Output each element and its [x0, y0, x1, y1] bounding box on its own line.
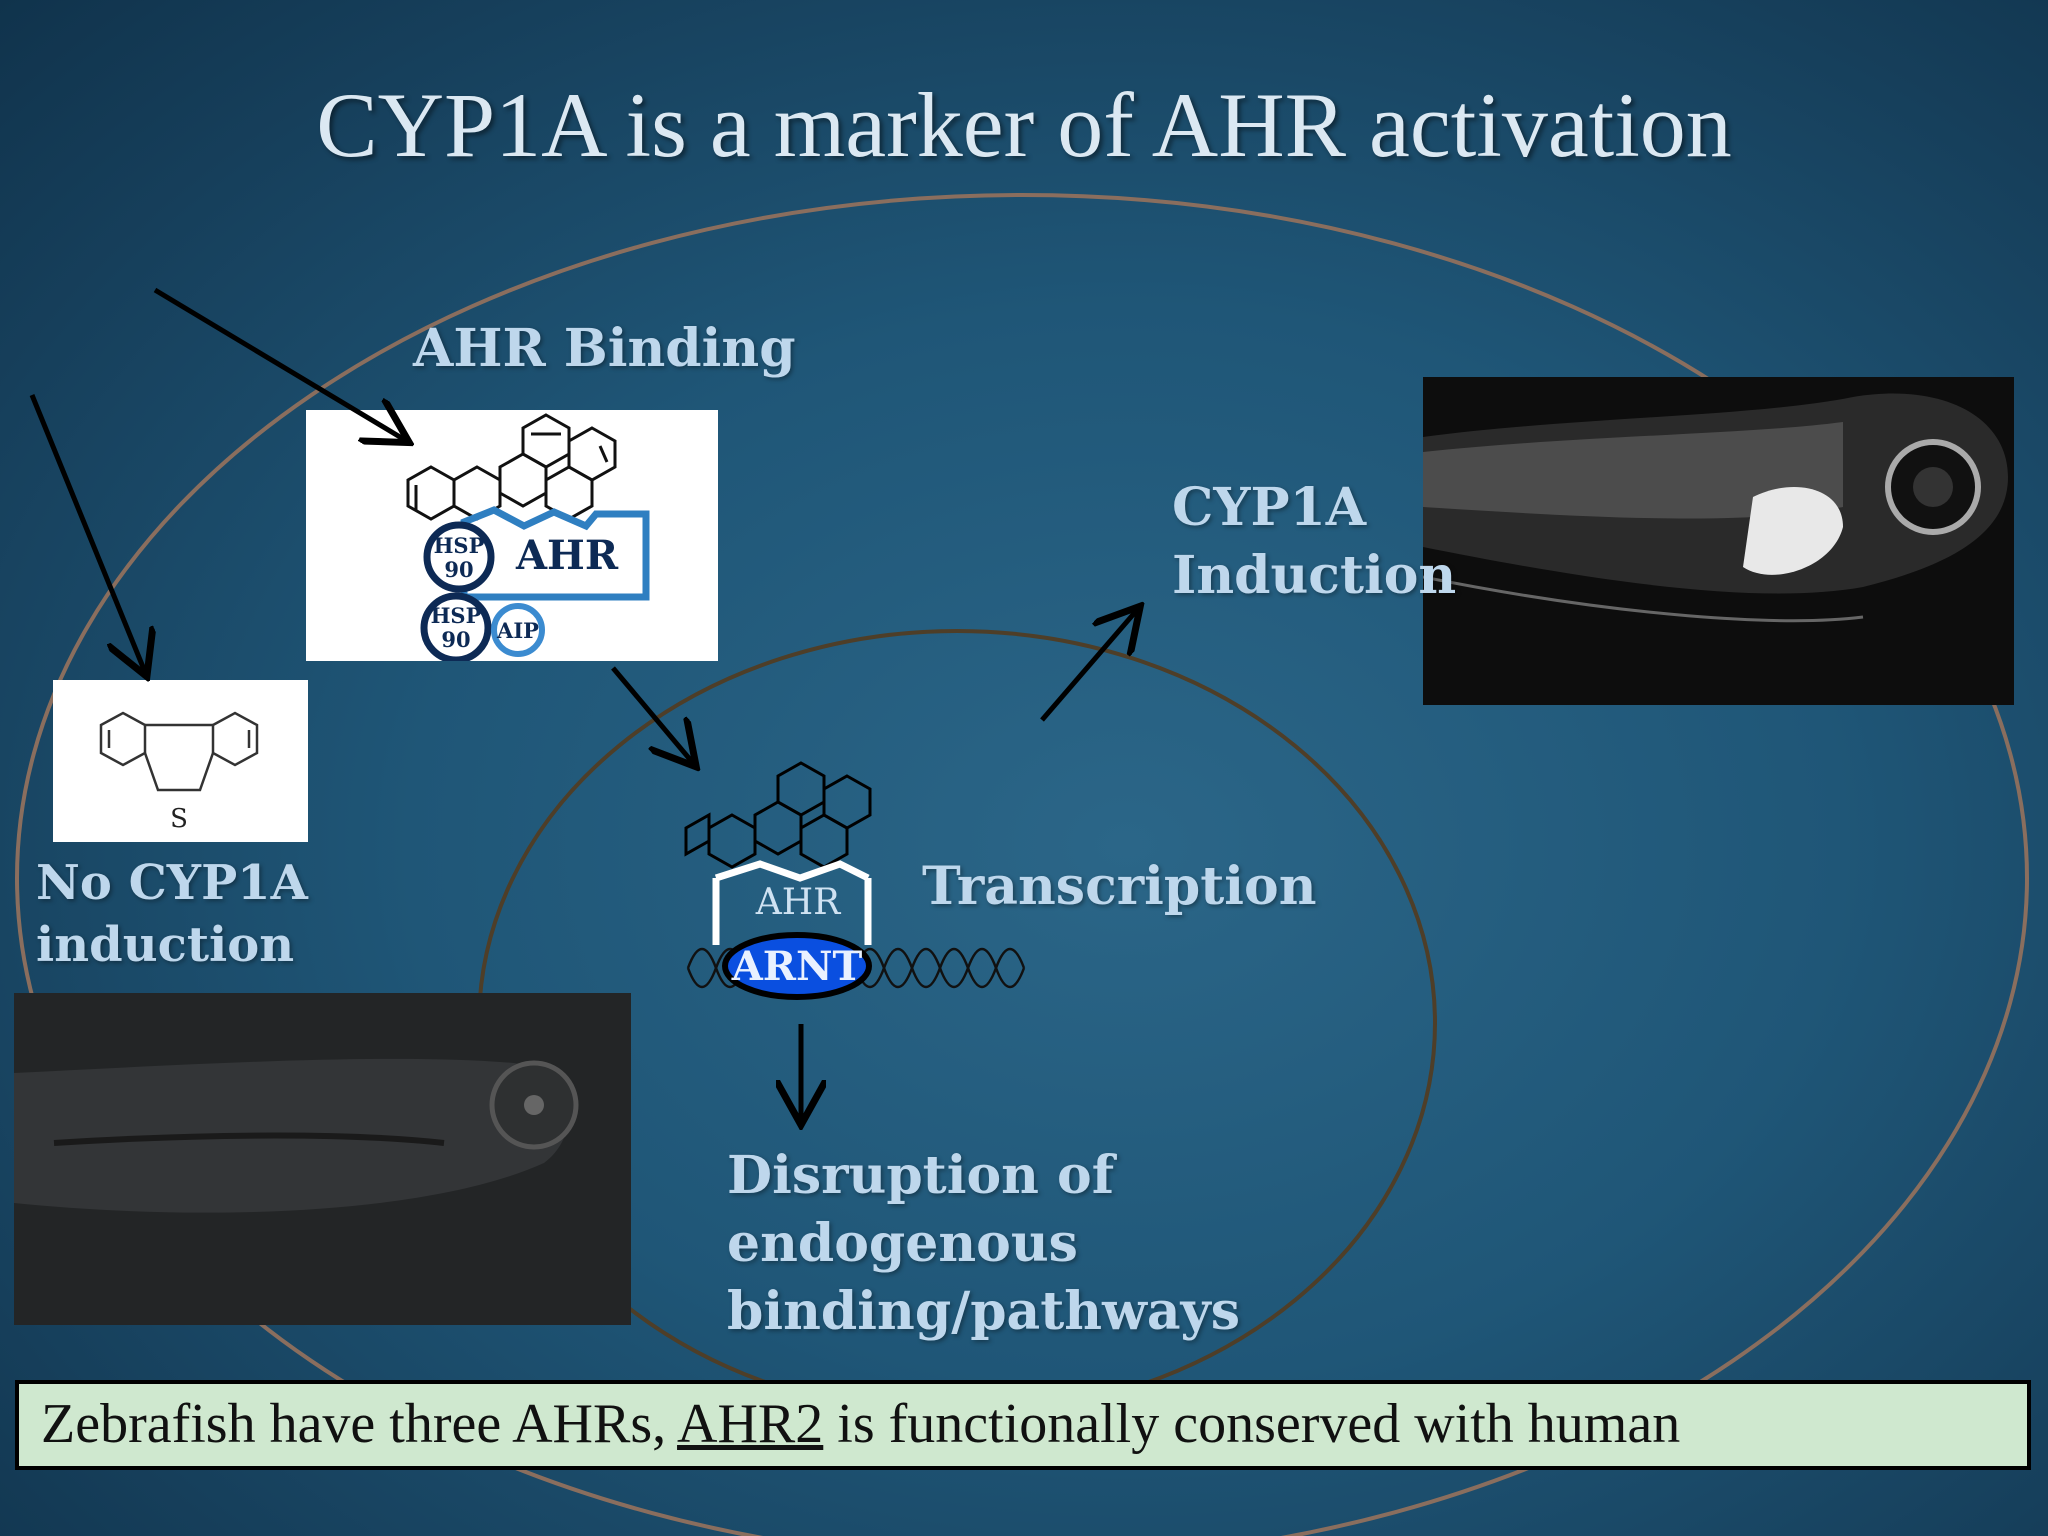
- ahr-complex-diagram: AHR HSP 90 HSP 90 AIP: [406, 413, 650, 664]
- footer-ahr2: AHR2: [677, 1393, 824, 1455]
- hsp90-top: [423, 521, 495, 593]
- zebrafish-dim-drawing: [14, 993, 631, 1325]
- disruption-line1: Disruption of: [727, 1145, 1115, 1206]
- transcription-label: Transcription: [922, 856, 1317, 917]
- hsp90-bottom-number: 90: [441, 627, 470, 652]
- molecule-structure: S: [99, 711, 259, 834]
- arrow-to-nucleus: [611, 666, 693, 763]
- arrow-to-non-inducer: [29, 394, 145, 672]
- zebrafish-bright-drawing: [1423, 377, 2014, 705]
- hsp90-top-label: HSP: [434, 533, 485, 558]
- ahr-label: AHR: [515, 532, 619, 579]
- sulfur-atom: S: [170, 804, 188, 834]
- cyp1a-induction-label: CYP1A Induction: [1172, 474, 1456, 610]
- ligand-ring: [498, 452, 548, 508]
- ahr-binding-panel: AHR HSP 90 HSP 90 AIP: [306, 410, 718, 664]
- hsp90-bottom-label: HSP: [431, 603, 482, 628]
- aip-circle: [491, 603, 545, 657]
- no-cyp1a-line2: induction: [36, 917, 295, 973]
- footer-text-after: is functionally conserved with human: [823, 1393, 1681, 1455]
- disruption-line2: endogenous: [727, 1213, 1078, 1274]
- cyp1a-label-line1: CYP1A: [1172, 477, 1367, 538]
- aip-label: AIP: [496, 618, 539, 643]
- nuclear-ahr-label: AHR: [755, 882, 841, 923]
- ahr-binding-label: AHR Binding: [413, 318, 796, 379]
- arnt-label: ARNT: [731, 943, 863, 990]
- arrow-to-ahr-binding: [153, 287, 405, 440]
- no-cyp1a-induction-label: No CYP1A induction: [36, 852, 308, 976]
- zebrafish-cyp1a-induced-image: [1423, 377, 2014, 705]
- hsp90-bottom: [420, 592, 492, 664]
- zebrafish-no-induction-image: [14, 993, 631, 1325]
- nuclear-ligand: [684, 761, 872, 869]
- cell-membrane: [15, 193, 2029, 1536]
- footer-note: Zebrafish have three AHRs, AHR2 is funct…: [15, 1380, 2031, 1470]
- ligand-ring: [406, 465, 456, 521]
- footer-text-before: Zebrafish have three AHRs,: [41, 1393, 678, 1455]
- cyp1a-label-line2: Induction: [1172, 545, 1457, 606]
- no-cyp1a-line1: No CYP1A: [36, 855, 308, 911]
- ahr-receptor-outline: [460, 506, 650, 601]
- disruption-label: Disruption of endogenous binding/pathway…: [727, 1142, 1240, 1346]
- nuclear-ahr-outline: [712, 860, 872, 945]
- arrow-to-cyp1a-induction: [1040, 610, 1137, 722]
- disruption-line3: binding/pathways: [727, 1281, 1241, 1342]
- hsp90-top-number: 90: [444, 557, 473, 582]
- slide-title: CYP1A is a marker of AHR activation: [316, 74, 1732, 176]
- arnt-protein: [722, 932, 872, 1000]
- non-inducer-molecule-panel: S: [53, 680, 308, 842]
